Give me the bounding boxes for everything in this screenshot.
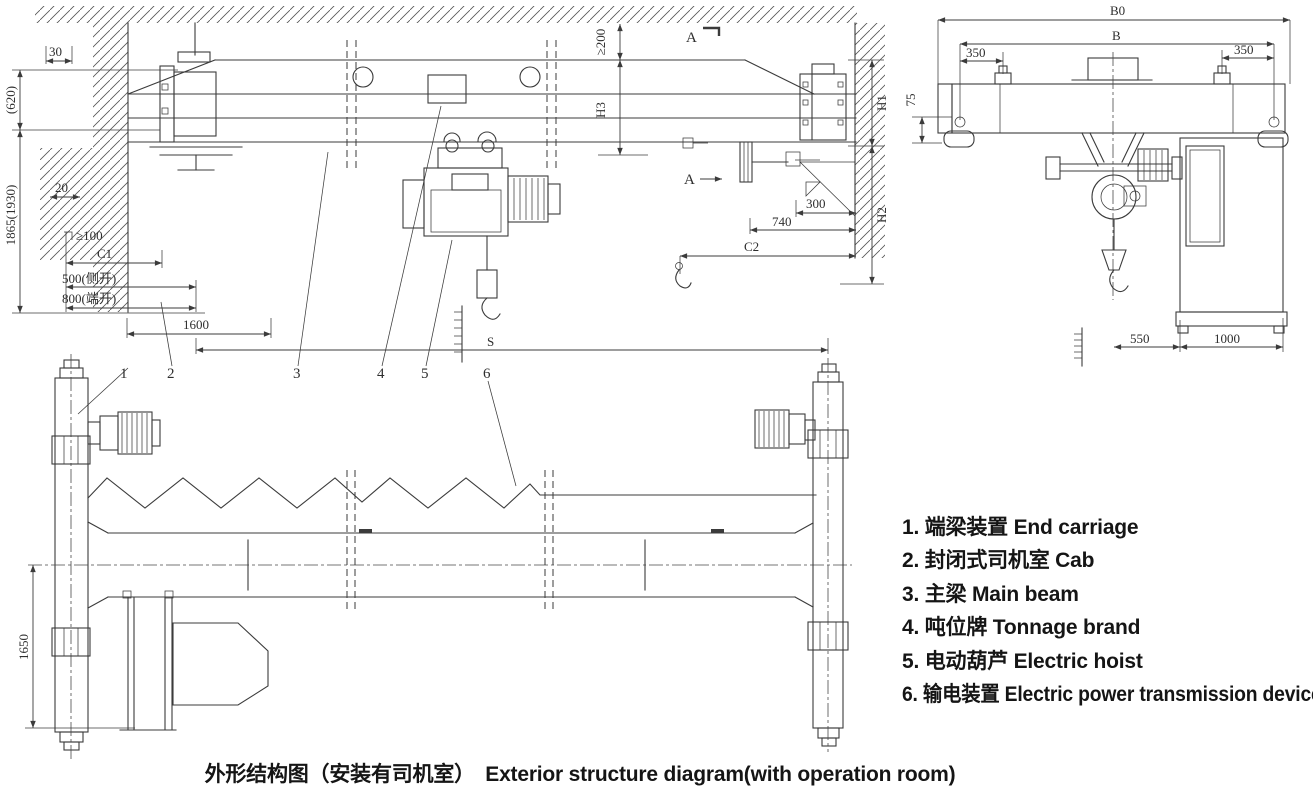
callout-2: 2 xyxy=(167,366,175,382)
side-view: B0 B 350 350 75 550 1000 xyxy=(903,3,1291,367)
dim-label-span: S xyxy=(487,334,494,349)
end-carriage-left-plan xyxy=(51,354,161,760)
dim-label-c2: C2 xyxy=(744,239,759,254)
dim-label-75: 75 xyxy=(903,94,918,107)
hoist-side xyxy=(1045,132,1183,293)
side-dimensions: B0 B 350 350 75 550 1000 xyxy=(903,3,1291,352)
front-view: 30 (620) 1865(1930) 20 ≥100 C1 500(侧开) 8… xyxy=(3,6,889,363)
dim-label-800-end: 800(端开) xyxy=(62,291,116,306)
plan-view: 1650 1 2 3 4 5 6 xyxy=(16,105,852,760)
dim-label-20: 20 xyxy=(55,180,68,195)
dim-label-b: B xyxy=(1112,28,1121,43)
dim-label-550: 550 xyxy=(1130,331,1150,346)
legend-item-end-carriage: 1. 端梁装置 End carriage xyxy=(902,516,1139,539)
power-feed-comb-side xyxy=(1074,327,1083,367)
callout-6: 6 xyxy=(483,366,491,382)
dim-label-min100: ≥100 xyxy=(76,228,103,243)
dim-label-min200: ≥200 xyxy=(593,29,608,56)
callout-4: 4 xyxy=(377,366,385,382)
legend-item-cab: 2. 封闭式司机室 Cab xyxy=(902,549,1095,573)
dim-label-740: 740 xyxy=(772,214,792,229)
end-carriage-left xyxy=(149,22,243,171)
dim-label-620: (620) xyxy=(3,86,18,114)
ceiling-hatch xyxy=(35,6,857,23)
parts-legend: 1. 端梁装置 End carriage 2. 封闭式司机室 Cab 3. 主梁… xyxy=(902,511,1313,711)
section-a-label-mid: A xyxy=(684,172,695,188)
dim-label-300: 300 xyxy=(806,196,826,211)
dim-label-1600: 1600 xyxy=(183,317,209,332)
dim-label-350-left: 350 xyxy=(966,45,986,60)
end-carriage-right-plan xyxy=(754,358,849,752)
dim-label-1650: 1650 xyxy=(16,634,31,660)
callout-5: 5 xyxy=(421,366,429,382)
hook-icon xyxy=(1109,269,1129,293)
legend-item-power-transmission: 6. 输电装置 Electric power transmission devi… xyxy=(902,682,1313,706)
tonnage-brand xyxy=(427,74,467,104)
dim-label-h3: H3 xyxy=(593,102,608,118)
part-callouts: 1 2 3 4 5 6 xyxy=(77,105,517,487)
dim-label-350-right: 350 xyxy=(1234,42,1254,57)
legend-item-tonnage-brand: 4. 吨位牌 Tonnage brand xyxy=(902,616,1141,640)
dim-label-30: 30 xyxy=(49,44,62,59)
hook-icon xyxy=(481,297,501,320)
dim-label-1865: 1865(1930) xyxy=(3,185,18,246)
dim-label-b0: B0 xyxy=(1110,3,1125,18)
main-beam xyxy=(127,40,857,168)
end-carriage-right xyxy=(785,63,847,167)
cab-plan xyxy=(119,590,269,731)
callout-1: 1 xyxy=(120,366,128,382)
power-transmission-device xyxy=(682,137,789,183)
section-a-label-top: A xyxy=(686,30,697,46)
power-feed-comb xyxy=(454,305,463,363)
legend-item-electric-hoist: 5. 电动葫芦 Electric hoist xyxy=(902,649,1143,673)
callout-3: 3 xyxy=(293,366,301,382)
dim-label-h1: H1 xyxy=(874,95,889,111)
festoon-cable xyxy=(87,477,817,509)
left-wall-hatch xyxy=(40,22,129,313)
dim-label-h2: H2 xyxy=(874,207,889,223)
dim-label-c1: C1 xyxy=(97,246,112,261)
hook-symbol xyxy=(675,262,692,289)
diagram-caption: 外形结构图（安装有司机室） Exterior structure diagram… xyxy=(204,763,956,786)
dim-label-1000: 1000 xyxy=(1214,331,1240,346)
plan-dimensions: 1650 xyxy=(16,565,135,729)
legend-item-main-beam: 3. 主梁 Main beam xyxy=(902,582,1079,606)
electric-hoist xyxy=(402,131,561,320)
front-dimensions: 30 (620) 1865(1930) 20 ≥100 C1 500(侧开) 8… xyxy=(3,24,889,354)
cab-side xyxy=(1175,137,1288,334)
dim-label-500-side: 500(侧开) xyxy=(62,271,116,286)
main-beam-plan xyxy=(28,470,852,612)
end-beam-side xyxy=(937,52,1289,300)
